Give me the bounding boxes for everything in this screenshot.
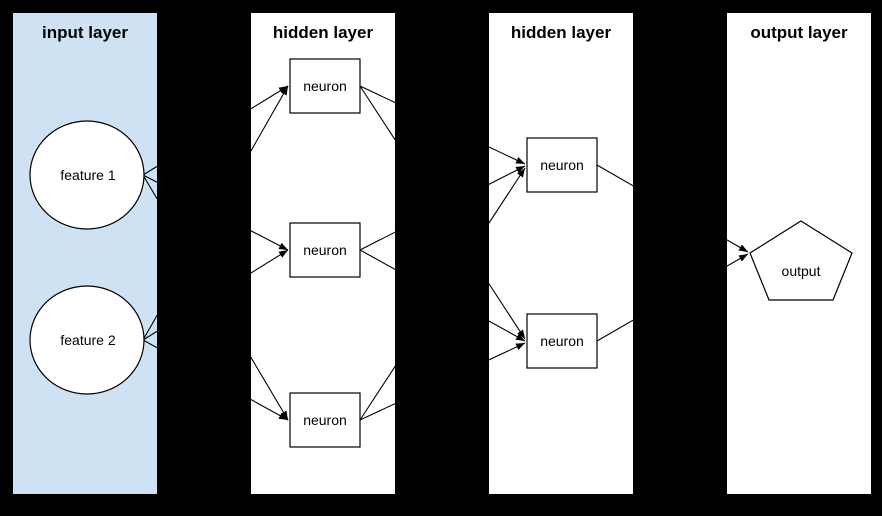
panel-input-layer xyxy=(13,13,157,494)
edge-h2n1-output xyxy=(596,164,749,253)
edges xyxy=(142,85,749,421)
node-feature-2 xyxy=(29,285,145,395)
title-hidden-layer-1: hidden layer xyxy=(273,23,374,42)
label-h2-neuron-2: neuron xyxy=(540,333,584,349)
title-hidden-layer-2: hidden layer xyxy=(511,23,612,42)
edge-feature2-h1n2 xyxy=(142,249,289,341)
node-output xyxy=(749,220,853,301)
edge-feature1-h1n3 xyxy=(142,174,289,421)
title-input-layer: input layer xyxy=(42,23,128,42)
edge-feature2-h1n3 xyxy=(142,339,289,421)
label-h1-neuron-1: neuron xyxy=(303,78,347,94)
edge-h1n2-h2n1 xyxy=(359,165,526,251)
nodes xyxy=(29,58,853,448)
label-output: output xyxy=(782,263,821,279)
node-h1-neuron-1 xyxy=(289,58,361,114)
edge-h1n3-h2n2 xyxy=(359,342,526,421)
panel-hidden-layer-2 xyxy=(489,13,633,494)
node-h1-neuron-2 xyxy=(289,222,361,278)
edge-h1n2-h2n2 xyxy=(359,249,526,342)
title-output-layer: output layer xyxy=(750,23,848,42)
label-h1-neuron-2: neuron xyxy=(303,242,347,258)
edge-feature2-h1n1 xyxy=(142,85,289,341)
node-feature-1 xyxy=(29,120,145,230)
node-h1-neuron-3 xyxy=(289,392,361,448)
layer-titles: input layer hidden layer hidden layer ou… xyxy=(42,23,848,42)
edge-feature1-h1n1 xyxy=(142,85,289,176)
edge-h1n3-h2n1 xyxy=(359,167,526,421)
label-h2-neuron-1: neuron xyxy=(540,157,584,173)
node-h2-neuron-1 xyxy=(526,137,598,193)
node-labels: feature 1 feature 2 neuron neuron neuron… xyxy=(60,78,820,428)
edge-h1n1-h2n1 xyxy=(359,85,526,165)
node-h2-neuron-2 xyxy=(526,313,598,369)
label-h1-neuron-3: neuron xyxy=(303,412,347,428)
label-feature-2: feature 2 xyxy=(60,332,115,348)
edge-h2n2-output xyxy=(596,253,749,342)
edge-h1n1-h2n2 xyxy=(359,85,526,340)
label-feature-1: feature 1 xyxy=(60,167,115,183)
